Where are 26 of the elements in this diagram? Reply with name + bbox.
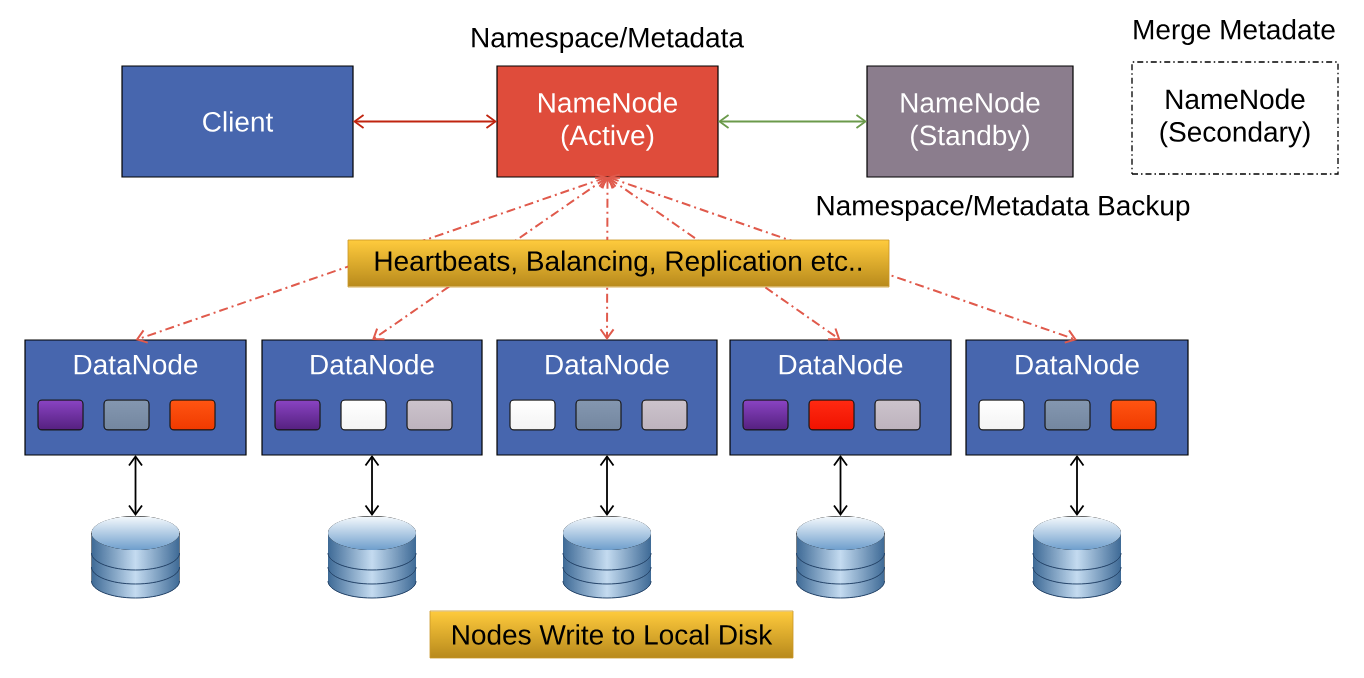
node-box: NameNode (Active)	[496, 65, 719, 178]
arrow	[372, 176, 608, 341]
arrow	[607, 173, 1077, 344]
node-box: NameNode (Secondary)	[1131, 61, 1339, 175]
arrow	[833, 455, 848, 516]
arrow	[599, 455, 615, 516]
caption-text: Namespace/Metadata Backup	[817, 194, 1190, 222]
arrow	[718, 114, 867, 129]
caption-text: Merge Metadate	[1134, 18, 1335, 46]
arrow	[599, 177, 615, 340]
arrow	[1069, 455, 1085, 516]
arrow	[364, 455, 380, 516]
database-icon	[327, 516, 417, 599]
database-icon	[1032, 516, 1122, 599]
database-icon	[562, 516, 652, 599]
caption-text: Namespace/Metadata	[472, 26, 744, 54]
node-box: Client	[121, 65, 354, 178]
arrow	[128, 455, 143, 516]
arrow	[135, 173, 608, 344]
arrow	[607, 176, 841, 341]
edge-label: Heartbeats, Balancing, Replication etc..	[347, 239, 890, 288]
arrow	[353, 114, 497, 129]
node-box: NameNode (Standby)	[866, 65, 1074, 178]
database-icon	[91, 516, 180, 599]
banner: Nodes Write to Local Disk	[429, 610, 794, 659]
database-icon	[796, 516, 885, 599]
